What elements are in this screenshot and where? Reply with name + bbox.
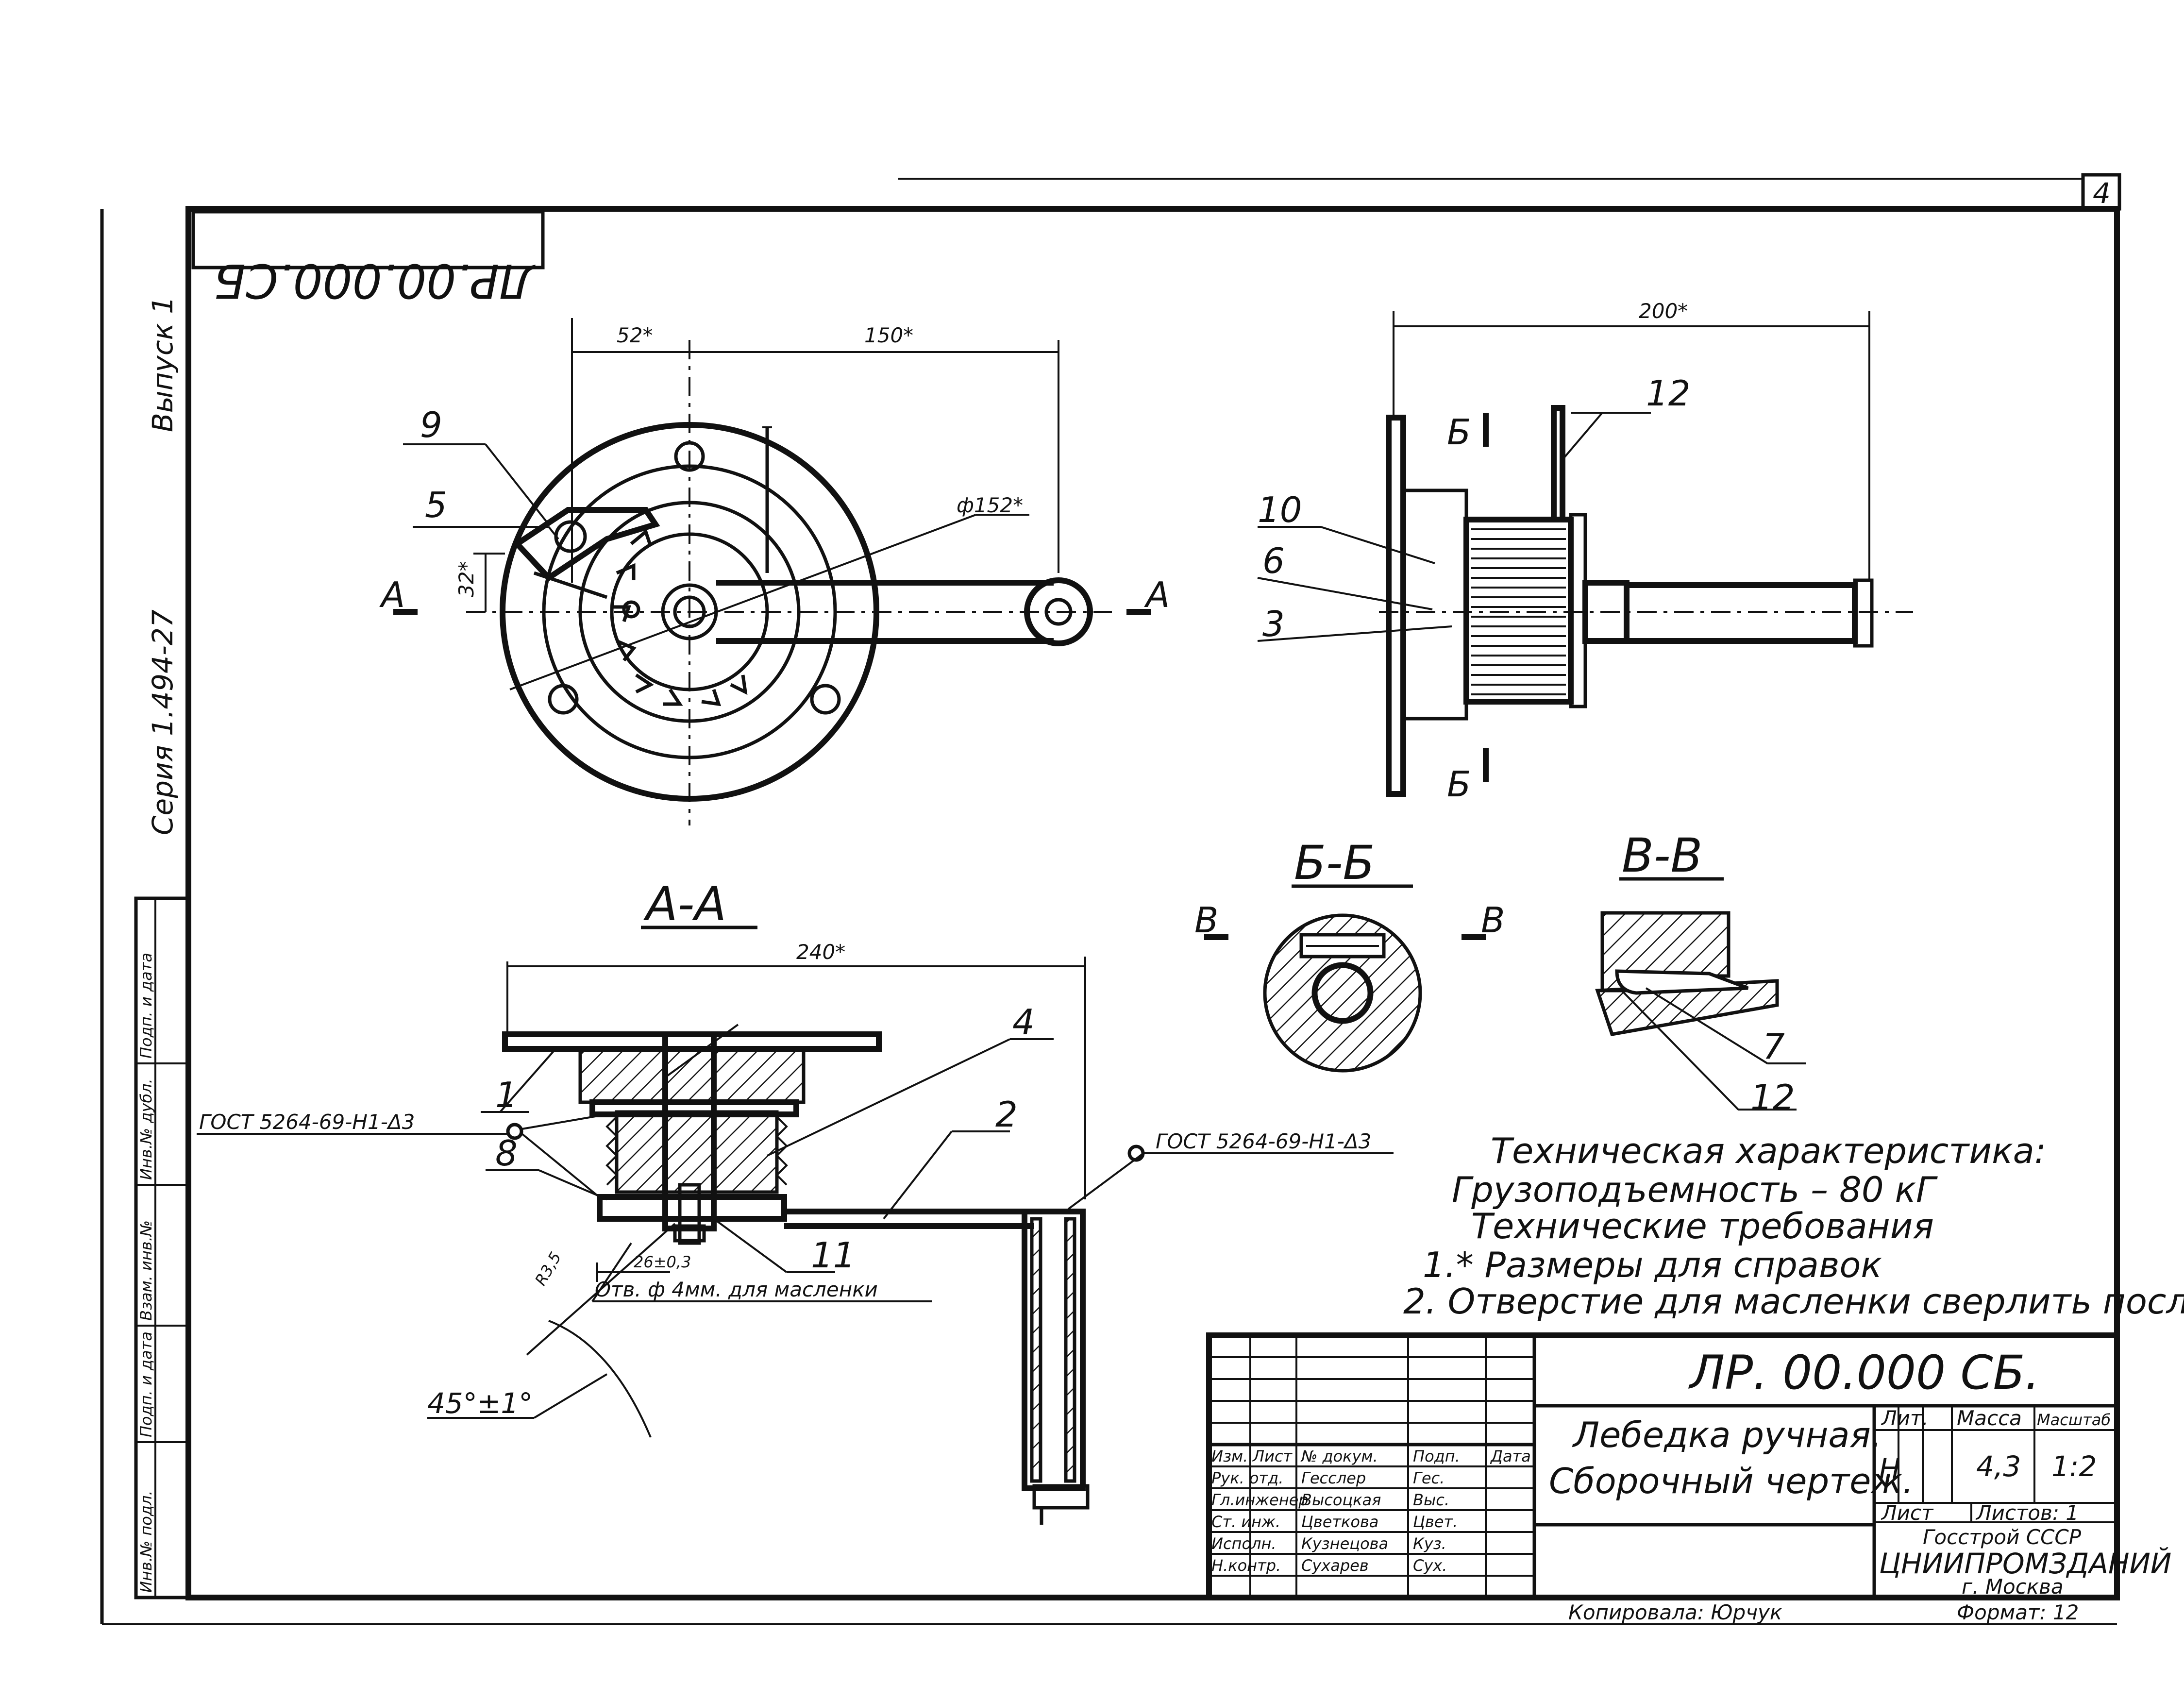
front-view: [393, 318, 1151, 825]
callout-3: 3: [1262, 604, 1285, 644]
tb-sheet-label: Лист: [1881, 1501, 1934, 1525]
section-mark-v-left: В: [1194, 900, 1218, 941]
section-aa-title: А-А: [643, 877, 726, 931]
notes-capacity: Грузоподъемность – 80 кГ: [1452, 1169, 1938, 1210]
notes-heading: Техническая характеристика:: [1491, 1130, 2046, 1171]
tb-lit-label: Лит.: [1881, 1406, 1929, 1430]
tb-head-date: Дата: [1490, 1447, 1531, 1465]
dim-phi152: ф152*: [957, 493, 1023, 517]
callout-10: 10: [1258, 489, 1302, 530]
side-table-label-1: Инв.№ подл.: [137, 1490, 155, 1593]
gost-right: ГОСТ 5264-69-Н1-Δ3: [1156, 1129, 1371, 1153]
side-table-label-5: Подп. и дата: [137, 953, 155, 1059]
title-block: [1206, 1332, 2120, 1600]
tb-sign-4: Куз.: [1413, 1534, 1446, 1553]
tb-role-3: Ст. инж.: [1211, 1513, 1280, 1531]
side-view: [1257, 311, 1913, 797]
callout-4: 4: [1012, 1002, 1035, 1043]
dim-r3: R3,5: [531, 1249, 565, 1289]
dim-200: 200*: [1639, 299, 1688, 323]
tb-name-p2: Высоцкая: [1301, 1491, 1381, 1509]
callout-7: 7: [1763, 1026, 1785, 1067]
tb-name-2: Сборочный чертеж.: [1549, 1461, 1914, 1501]
tb-role-1: Рук. отд.: [1211, 1469, 1283, 1487]
section-bb-title: Б-Б: [1294, 836, 1375, 890]
tb-head-list: Лист: [1252, 1447, 1293, 1465]
tb-name-p4: Кузнецова: [1301, 1534, 1388, 1553]
tb-org-1: Госстрой СССР: [1923, 1525, 2082, 1549]
gost-left: ГОСТ 5264-69-Н1-Δ3: [199, 1110, 415, 1134]
tb-sign-3: Цвет.: [1413, 1513, 1458, 1531]
section-vv-title: В-В: [1622, 828, 1702, 883]
tb-sign-5: Сух.: [1413, 1556, 1447, 1575]
tb-mass-value: 4,3: [1976, 1450, 2021, 1483]
section-bb: [1204, 884, 1486, 1073]
tb-org-3: г. Москва: [1962, 1575, 2064, 1599]
callout-12-vv: 12: [1750, 1077, 1795, 1118]
tb-lit-value: Н: [1879, 1452, 1900, 1485]
dim-26: 26±0,3: [634, 1253, 691, 1271]
section-mark-a-left: А: [379, 574, 405, 615]
copied-by: Копировала: Юрчук: [1568, 1600, 1782, 1624]
section-mark-b-bottom: Б: [1447, 764, 1471, 805]
tb-head-sign: Подп.: [1413, 1447, 1460, 1465]
tb-name-p3: Цветкова: [1301, 1513, 1378, 1531]
tb-head-doc: № докум.: [1300, 1447, 1378, 1465]
issue-label: Выпуск 1: [146, 296, 179, 432]
tb-mass-label: Масса: [1957, 1406, 2022, 1430]
dim-150: 150*: [864, 323, 913, 347]
tb-sign-2: Выс.: [1413, 1491, 1449, 1509]
tb-scale-label: Масштаб: [2037, 1411, 2111, 1429]
callout-8: 8: [495, 1133, 518, 1174]
dim-52: 52*: [617, 323, 653, 347]
tb-designation: ЛР. 00.000 СБ.: [1688, 1346, 2040, 1400]
callout-2: 2: [995, 1094, 1018, 1135]
tb-name-1: Лебедка ручная.: [1572, 1414, 1882, 1455]
tb-role-2: Гл.инженер: [1211, 1491, 1309, 1509]
notes-req-heading: Технические требования: [1471, 1206, 1934, 1246]
tb-sheets-label: Листов: 1: [1975, 1501, 2079, 1525]
side-table: [134, 896, 190, 1599]
notes-req-2: 2. Отверстие для масленки сверлить после…: [1403, 1281, 2184, 1322]
format-label: Формат: 12: [1957, 1600, 2079, 1624]
callout-5: 5: [425, 485, 447, 525]
side-table-label-2: Подп. и дата: [137, 1331, 155, 1437]
side-table-label-3: Взам. инв.№: [137, 1220, 155, 1321]
callout-12-side: 12: [1646, 373, 1691, 414]
side-table-label-4: Инв.№ дубл.: [137, 1078, 155, 1180]
tb-role-5: Н.контр.: [1211, 1556, 1281, 1575]
stamp-top-text: ЛР.00.000.СБ: [214, 253, 536, 308]
tb-scale-value: 1:2: [2051, 1450, 2097, 1483]
callout-11: 11: [811, 1235, 856, 1276]
hole-note: Отв. ф 4мм. для масленки: [595, 1278, 878, 1301]
stamp-top: ЛР.00.000.СБ: [191, 210, 545, 308]
section-mark-a-right: А: [1144, 574, 1170, 615]
tb-name-p5: Сухарев: [1301, 1556, 1369, 1575]
section-aa: [197, 926, 1394, 1525]
sheet-corner-number: 4: [2093, 177, 2111, 210]
tb-head-izm: Изм.: [1211, 1447, 1248, 1465]
tb-role-4: Исполн.: [1211, 1534, 1277, 1553]
section-vv: [1595, 877, 1806, 1111]
tb-name-p1: Гесслер: [1301, 1469, 1366, 1487]
angle-note: 45°±1°: [427, 1387, 533, 1420]
dim-240: 240*: [796, 940, 845, 964]
notes-req-1: 1.* Размеры для справок: [1423, 1245, 1882, 1285]
series-label: Серия 1.494-27: [146, 609, 179, 835]
callout-9: 9: [420, 404, 442, 445]
section-mark-b-top: Б: [1447, 412, 1471, 453]
callout-1: 1: [495, 1075, 518, 1115]
callout-6: 6: [1262, 540, 1285, 581]
tb-org-2: ЦНИИПРОМЗДАНИЙ: [1879, 1547, 2171, 1580]
tb-sign-1: Гес.: [1413, 1469, 1445, 1487]
section-mark-v-right: В: [1481, 900, 1505, 941]
dim-32: 32*: [454, 561, 478, 597]
